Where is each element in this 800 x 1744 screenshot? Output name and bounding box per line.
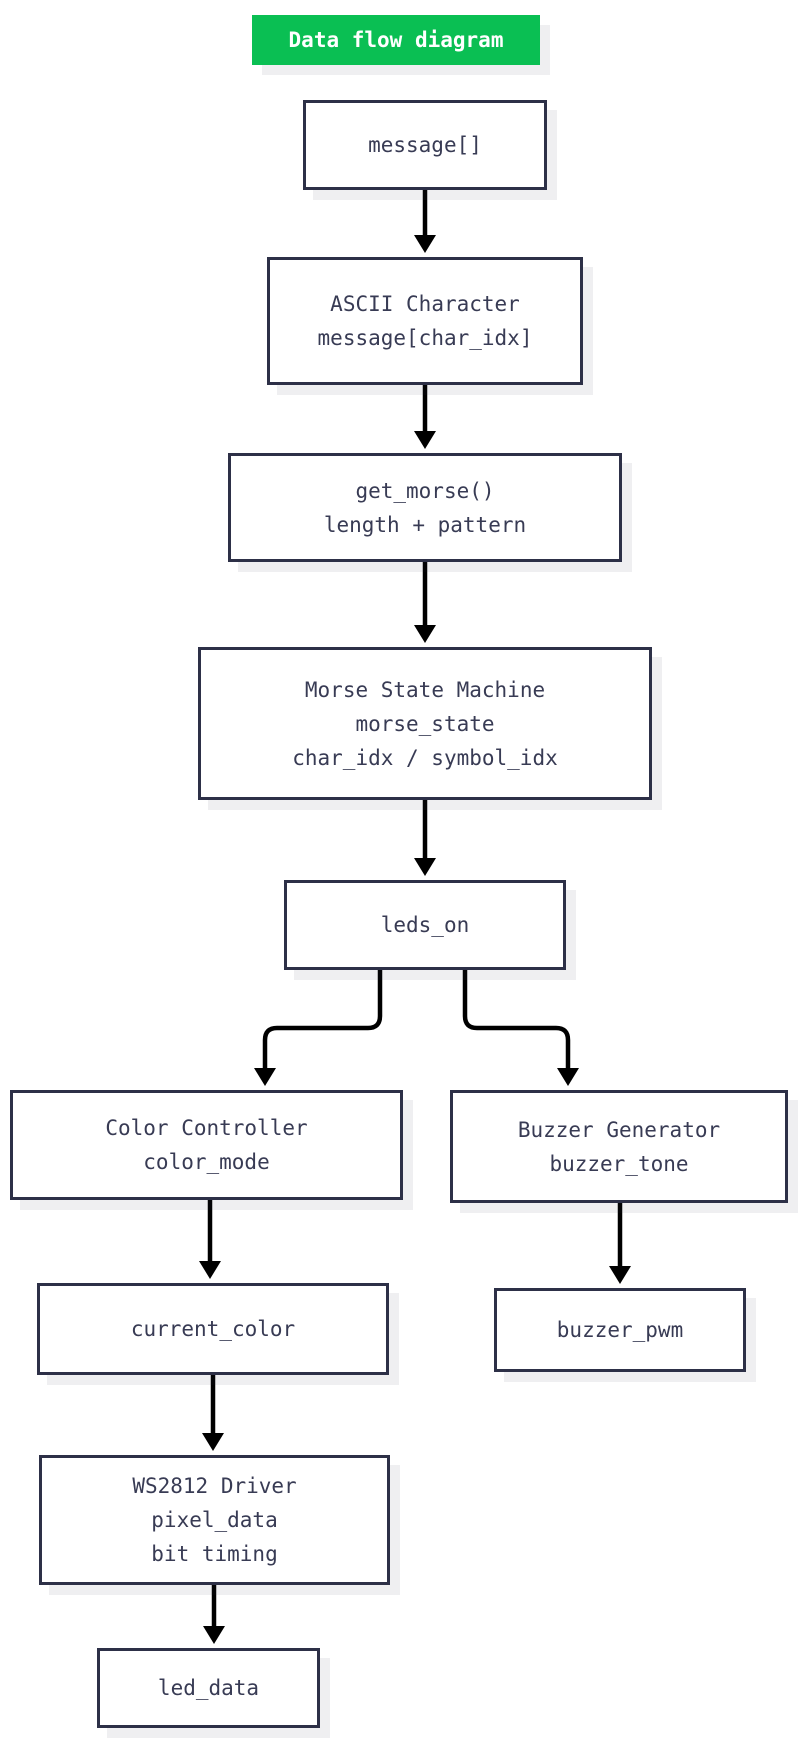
node-label-line: Color Controller <box>105 1116 308 1140</box>
node-morse-state-machine: Morse State Machine morse_state char_idx… <box>198 647 652 800</box>
edge-head <box>557 1068 579 1086</box>
node-label-line: Buzzer Generator <box>517 1117 721 1142</box>
node-color-controller: Color Controller color_mode <box>10 1090 403 1200</box>
node-label-line: leds_on <box>380 913 470 937</box>
node-label-line: pixel_data <box>151 1508 278 1532</box>
node-ascii-character: ASCII Character message[char_idx] <box>267 257 583 385</box>
node-led-data: led_data <box>97 1648 320 1728</box>
edge-head <box>414 858 436 876</box>
node-label-line: color_mode <box>143 1150 270 1174</box>
node-label-line: Morse State Machine <box>304 677 546 702</box>
node-label-line: bit timing <box>151 1542 278 1566</box>
edge-ledson-colorctrl <box>262 970 383 1068</box>
node-label-line: get_morse() <box>355 478 495 503</box>
node-label-line: morse_state <box>355 711 495 736</box>
node-label-line: led_data <box>157 1676 260 1700</box>
node-label-line: message[] <box>368 133 482 157</box>
edge-head <box>202 1433 224 1451</box>
edge-head <box>203 1626 225 1644</box>
node-label-line: WS2812 Driver <box>132 1474 297 1498</box>
node-message: message[] <box>303 100 547 190</box>
node-label-line: buzzer_tone <box>549 1151 689 1176</box>
node-label-line: buzzer_pwm <box>556 1318 684 1342</box>
node-get-morse: get_morse() length + pattern <box>228 453 622 562</box>
edge-ledson-buzzergen <box>462 970 571 1068</box>
node-buzzer-pwm: buzzer_pwm <box>494 1288 746 1372</box>
diagram-title: Data flow diagram <box>252 15 540 65</box>
edge-head <box>414 625 436 643</box>
node-label-line: message[char_idx] <box>317 326 533 350</box>
node-label-line: length + pattern <box>323 512 527 537</box>
edge-head <box>414 431 436 449</box>
node-label-line: current_color <box>130 1317 296 1341</box>
edge-head <box>254 1068 276 1086</box>
node-current-color: current_color <box>37 1283 389 1375</box>
edge-head <box>414 235 436 253</box>
node-ws2812-driver: WS2812 Driver pixel_data bit timing <box>39 1455 390 1585</box>
edge-head <box>199 1261 221 1279</box>
node-label-line: ASCII Character <box>330 292 520 316</box>
node-leds-on: leds_on <box>284 880 566 970</box>
edge-head <box>609 1266 631 1284</box>
node-label-line: char_idx / symbol_idx <box>292 745 558 770</box>
node-buzzer-generator: Buzzer Generator buzzer_tone <box>450 1090 788 1203</box>
